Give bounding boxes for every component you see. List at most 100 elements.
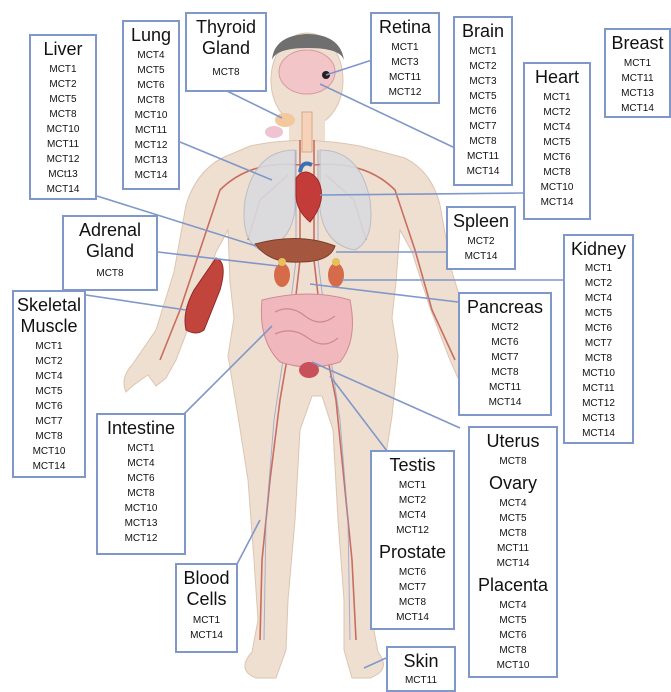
organ-box-retina: Retina MCT1 MCT3 MCT11 MCT12 (370, 12, 440, 104)
gene-label: MCT4 (565, 291, 632, 306)
gene-label: MCT5 (470, 511, 556, 526)
gene-label: MCT2 (372, 493, 453, 508)
organ-title: Kidney (565, 239, 632, 260)
gene-label: MCT11 (124, 123, 178, 138)
gene-label: MCT1 (606, 56, 669, 71)
gene-label: MCT11 (455, 149, 511, 164)
organ-title: Muscle (14, 316, 84, 337)
gene-list: MCT4 MCT5 MCT8 MCT11 MCT14 (470, 496, 556, 571)
gene-list: MCT2 MCT14 (448, 234, 514, 264)
organ-title: Gland (187, 38, 265, 59)
gene-label: MCT12 (31, 152, 95, 167)
gene-label: MCT11 (460, 380, 550, 395)
gene-label: MCT5 (470, 613, 556, 628)
gene-label: MCT6 (455, 104, 511, 119)
gene-label: MCT8 (455, 134, 511, 149)
gene-label: MCT11 (388, 673, 454, 688)
gene-label: MCT13 (124, 153, 178, 168)
gene-label: MCT1 (98, 441, 184, 456)
organ-box-breast: Breast MCT1 MCT11 MCT13 MCT14 (604, 28, 671, 118)
organ-box-lung: Lung MCT4 MCT5 MCT6 MCT8 MCT10 MCT11 MCT… (122, 20, 180, 190)
organ-title: Retina (372, 17, 438, 38)
gene-label: MCT10 (565, 366, 632, 381)
gene-label: MCT8 (470, 643, 556, 658)
gene-label: MCT10 (470, 658, 556, 673)
gene-label: MCT3 (372, 55, 438, 70)
gene-list: MCT2 MCT6 MCT7 MCT8 MCT11 MCT14 (460, 320, 550, 410)
organ-box-uterus-ovary-placenta: Uterus MCT8 Ovary MCT4 MCT5 MCT8 MCT11 M… (468, 426, 558, 678)
gene-label: MCT4 (470, 598, 556, 613)
organ-title: Breast (606, 33, 669, 54)
gene-label: MCT8 (470, 454, 556, 469)
gene-label: MCT13 (565, 411, 632, 426)
gene-label: MCT2 (448, 234, 514, 249)
gene-label: MCT4 (98, 456, 184, 471)
gene-label: MCT10 (14, 444, 84, 459)
gene-label: MCT8 (187, 65, 265, 80)
organ-title: Lung (124, 25, 178, 46)
gene-label: MCT12 (372, 85, 438, 100)
gene-list: MCT1 MCT2 MCT4 MCT5 MCT6 MCT8 MCT10 MCT1… (525, 90, 589, 210)
gene-label: MCT2 (31, 77, 95, 92)
ovary-title: Ovary (470, 473, 556, 494)
gene-list: MCT1 MCT11 MCT13 MCT14 (606, 56, 669, 116)
gene-label: MCT4 (372, 508, 453, 523)
prostate-title: Prostate (372, 542, 453, 563)
gene-label: MCT2 (14, 354, 84, 369)
organ-box-kidney: Kidney MCT1 MCT2 MCT4 MCT5 MCT6 MCT7 MCT… (563, 234, 634, 444)
gene-label: MCT8 (470, 526, 556, 541)
organ-box-pancreas: Pancreas MCT2 MCT6 MCT7 MCT8 MCT11 MCT14 (458, 292, 552, 416)
gene-label: MCT11 (470, 541, 556, 556)
gene-label: MCT8 (64, 266, 156, 281)
gene-label: MCT2 (565, 276, 632, 291)
gene-label: MCT12 (124, 138, 178, 153)
trachea (302, 112, 312, 152)
gene-label: MCT7 (372, 580, 453, 595)
gene-label: MCT13 (606, 86, 669, 101)
gene-label: MCT14 (448, 249, 514, 264)
gene-label: MCT1 (177, 613, 236, 628)
gene-label: MCT6 (98, 471, 184, 486)
gene-label: MCT11 (565, 381, 632, 396)
gene-label: MCT14 (525, 195, 589, 210)
right-kidney (328, 263, 344, 287)
organ-title: Adrenal (64, 220, 156, 241)
gene-label: MCT4 (124, 48, 178, 63)
gene-label: MCT14 (31, 182, 95, 197)
adrenal-left (278, 258, 286, 266)
gene-list: MCT1 MCT2 MCT3 MCT5 MCT6 MCT7 MCT8 MCT11… (455, 44, 511, 179)
gene-label: MCT4 (525, 120, 589, 135)
gene-label: MCT6 (525, 150, 589, 165)
gene-label: MCT14 (455, 164, 511, 179)
organ-box-thyroid: Thyroid Gland MCT8 (185, 12, 267, 92)
gene-label: MCT11 (606, 71, 669, 86)
gene-label: MCT7 (14, 414, 84, 429)
organ-box-testis-prostate: Testis MCT1 MCT2 MCT4 MCT12 Prostate MCT… (370, 450, 455, 630)
gene-list: MCT1 MCT3 MCT11 MCT12 (372, 40, 438, 100)
gene-label: MCT5 (124, 63, 178, 78)
gene-label: MCT10 (31, 122, 95, 137)
gene-list: MCT4 MCT5 MCT6 MCT8 MCT10 MCT11 MCT12 MC… (124, 48, 178, 183)
gene-list: MCT1 MCT14 (177, 613, 236, 643)
gene-label: MCT1 (372, 478, 453, 493)
gene-label: MCT3 (455, 74, 511, 89)
gene-label: MCT13 (98, 516, 184, 531)
gene-list: MCT4 MCT5 MCT6 MCT8 MCT10 (470, 598, 556, 673)
gene-label: MCT12 (98, 531, 184, 546)
gene-label: MCT1 (525, 90, 589, 105)
organ-box-spleen: Spleen MCT2 MCT14 (446, 206, 516, 270)
gene-list: MCT1 MCT2 MCT4 MCT5 MCT6 MCT7 MCT8 MCT10… (14, 339, 84, 474)
gene-label: MCT1 (14, 339, 84, 354)
organ-title: Gland (64, 241, 156, 262)
gene-label: MCT1 (31, 62, 95, 77)
gene-label: MCT1 (372, 40, 438, 55)
organ-title: Skeletal (14, 295, 84, 316)
organ-title: Intestine (98, 418, 184, 439)
gene-label: MCT2 (455, 59, 511, 74)
gene-label: MCT7 (455, 119, 511, 134)
breast-tissue (265, 126, 283, 138)
organ-box-heart: Heart MCT1 MCT2 MCT4 MCT5 MCT6 MCT8 MCT1… (523, 62, 591, 220)
gene-label: MCT8 (372, 595, 453, 610)
gene-label: MCT11 (31, 137, 95, 152)
gene-label: MCT8 (124, 93, 178, 108)
